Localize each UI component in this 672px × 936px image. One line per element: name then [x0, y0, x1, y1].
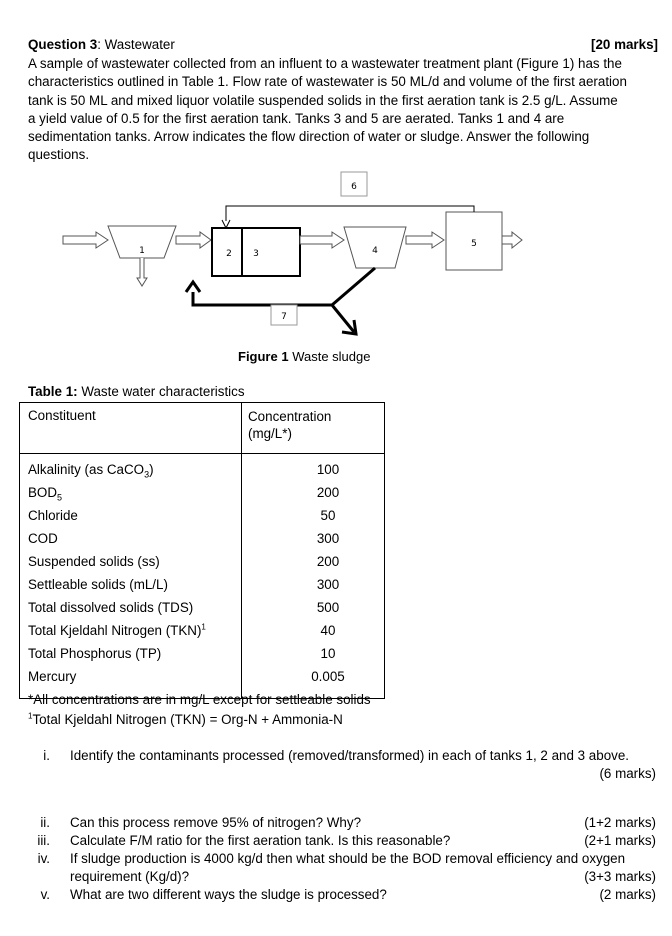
effluent-arrow: [501, 230, 523, 250]
box-7-label: 7: [281, 312, 287, 322]
concentration-cell: 500: [316, 600, 340, 615]
influent-arrow: [62, 231, 109, 249]
table-header-constituent: Constituent: [19, 402, 242, 454]
question-iii: iii. Calculate F/M ratio for the first a…: [37, 833, 656, 848]
constituent-cell: Total Kjeldahl Nitrogen (TKN)1: [28, 622, 206, 638]
concentration-cell: 300: [316, 531, 340, 546]
concentration-cell: 300: [316, 577, 340, 592]
tank-1-sludge-arrow: [136, 258, 148, 287]
box-6: 6: [340, 171, 368, 197]
intro-line: characteristics outlined in Table 1. Flo…: [28, 74, 627, 90]
question-title: Question 3: Wastewater: [28, 37, 175, 52]
process-flow-diagram: 1 2 3 4 5 6 7: [62, 171, 523, 336]
concentration-cell: 200: [316, 485, 340, 500]
box-7: 7: [270, 304, 298, 326]
question-header: Question 3: Wastewater [20 marks]: [28, 37, 658, 55]
note-units: *All concentrations are in mg/L except f…: [28, 692, 371, 707]
tank-1-label: 1: [139, 246, 145, 256]
table-caption: Table 1: Waste water characteristics: [28, 384, 245, 399]
intro-line: questions.: [28, 147, 90, 163]
constituent-cell: Total Phosphorus (TP): [28, 646, 162, 661]
intro-line: tank is 50 ML and mixed liquor volatile …: [28, 92, 618, 108]
intro-line: A sample of wastewater collected from an…: [28, 56, 622, 71]
constituent-cell: Total dissolved solids (TDS): [28, 600, 194, 615]
intro-line: sedimentation tanks. Arrow indicates the…: [28, 129, 590, 145]
constituent-cell: Suspended solids (ss): [28, 554, 160, 569]
aeration-tanks-2-3: 2 3: [211, 227, 301, 277]
wastewater-characteristics-table: Constituent Concentration (mg/L*) Alkali…: [19, 402, 385, 699]
tank-1-sedimentation: 1: [107, 225, 177, 259]
tank-4-sedimentation: 4: [343, 226, 407, 269]
constituent-cell: Mercury: [28, 669, 77, 684]
table-notes: *All concentrations are in mg/L except f…: [28, 690, 371, 730]
question-i: i. Identify the contaminants processed (…: [43, 748, 656, 781]
constituent-cell: COD: [28, 531, 58, 546]
concentration-cell: 40: [320, 623, 336, 638]
concentration-column: 100 200 50 300 200 300 500 40 10 0.005: [241, 453, 385, 699]
tank-5-aeration: 5: [445, 211, 503, 271]
box-6-label: 6: [351, 182, 357, 192]
tank-2-label: 2: [226, 249, 232, 259]
constituent-cell: Settleable solids (mL/L): [28, 577, 168, 592]
concentration-cell: 0.005: [311, 669, 345, 684]
table-header-concentration: Concentration (mg/L*): [241, 402, 385, 454]
constituent-cell: Alkalinity (as CaCO3): [28, 462, 154, 480]
tank-4-label: 4: [372, 246, 378, 256]
concentration-cell: 100: [316, 462, 340, 477]
question-ii: ii. Can this process remove 95% of nitro…: [40, 815, 656, 830]
question-marks: [20 marks]: [591, 37, 658, 52]
intro-line: a yield value of 0.5 for the first aerat…: [28, 110, 565, 126]
question-iv: iv. If sludge production is 4000 kg/d th…: [37, 851, 656, 884]
tank-5-label: 5: [471, 239, 477, 249]
concentration-cell: 200: [316, 554, 340, 569]
note-tkn: 1Total Kjeldahl Nitrogen (TKN) = Org-N +…: [28, 711, 343, 727]
flow-arrow-1-to-2: [175, 231, 212, 249]
concentration-cell: 10: [320, 646, 336, 661]
figure-caption: Figure 1 Waste sludge: [238, 349, 371, 364]
tank-3-label: 3: [253, 249, 259, 259]
question-v: v. What are two different ways the sludg…: [40, 887, 656, 902]
recycle-arrowhead: [221, 219, 231, 230]
constituent-cell: BOD5: [28, 485, 63, 503]
flow-arrow-4-to-5: [405, 231, 445, 249]
concentration-cell: 50: [320, 508, 336, 523]
intro-paragraph: A sample of wastewater collected from an…: [28, 55, 658, 165]
recycle-line: [225, 205, 475, 221]
constituent-cell: Chloride: [28, 508, 78, 523]
flow-arrow-3-to-4: [299, 231, 345, 249]
